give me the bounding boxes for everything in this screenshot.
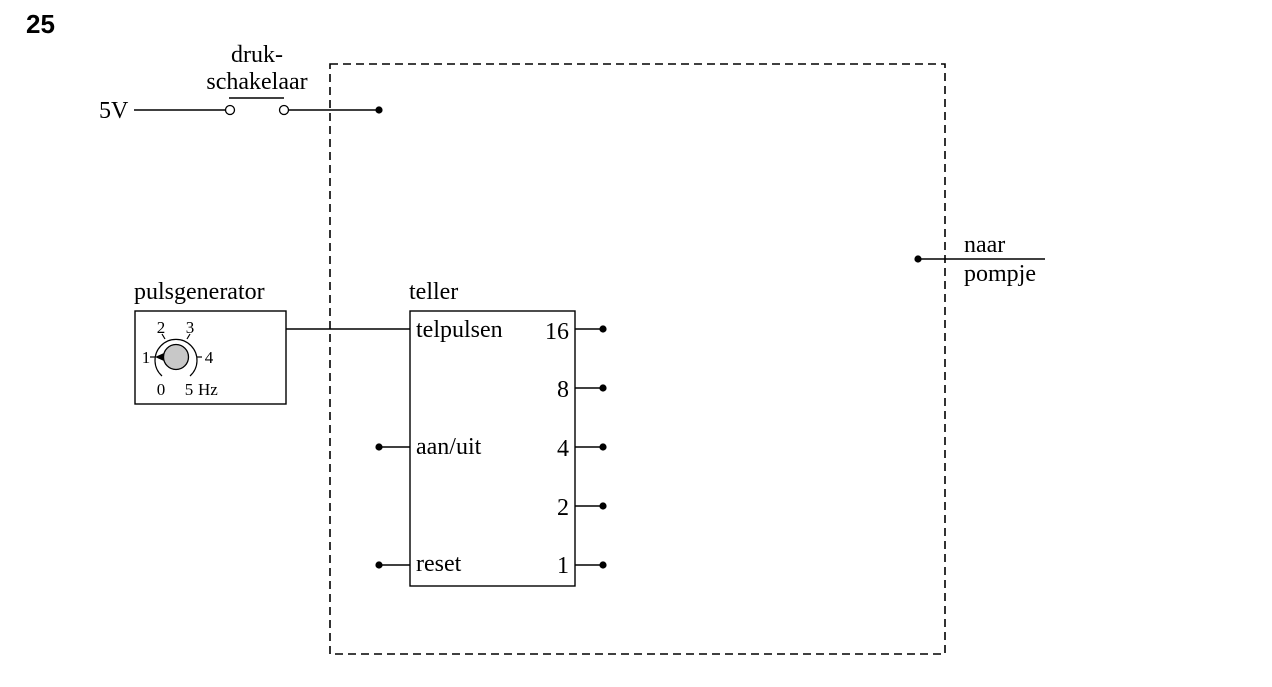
output-8-terminal bbox=[599, 384, 607, 392]
pump-output-label-line2: pompje bbox=[964, 261, 1036, 287]
dial-label-5: 5 bbox=[185, 380, 194, 399]
pump-output: naar pompje bbox=[914, 232, 1045, 287]
output-4-terminal bbox=[599, 443, 607, 451]
dial-unit: Hz bbox=[198, 380, 218, 399]
push-switch-label-line1: druk- bbox=[231, 42, 283, 68]
reset-input-terminal bbox=[375, 561, 383, 569]
dial-tick-3 bbox=[186, 333, 191, 340]
counter-output-1: 1 bbox=[557, 553, 569, 579]
counter-output-8: 8 bbox=[557, 377, 569, 403]
frequency-dial-arc bbox=[154, 338, 198, 377]
dial-label-0: 0 bbox=[157, 380, 166, 399]
supply-voltage-label: 5V bbox=[99, 98, 129, 124]
counter-output-4: 4 bbox=[557, 436, 569, 462]
counter-output-16: 16 bbox=[545, 319, 569, 345]
frequency-knob bbox=[162, 343, 190, 371]
dial-label-3: 3 bbox=[186, 318, 195, 337]
counter-output-2: 2 bbox=[557, 495, 569, 521]
counter-input-on-off: aan/uit bbox=[416, 434, 482, 460]
dial-label-2: 2 bbox=[157, 318, 166, 337]
dial-tick-2 bbox=[161, 333, 166, 340]
output-2-terminal bbox=[599, 502, 607, 510]
pulse-generator-title: pulsgenerator bbox=[134, 279, 265, 305]
counter-input-count-pulses: telpulsen bbox=[416, 317, 503, 343]
on-off-input-terminal bbox=[375, 443, 383, 451]
problem-number: 25 bbox=[26, 9, 55, 39]
switch-terminal-left bbox=[224, 104, 236, 116]
output-1-terminal bbox=[599, 561, 607, 569]
counter: teller telpulsen aan/uit reset 16 8 4 2 … bbox=[375, 279, 607, 587]
push-switch-label-line2: schakelaar bbox=[206, 69, 307, 95]
counter-input-reset: reset bbox=[416, 551, 462, 577]
system-boundary bbox=[329, 63, 946, 655]
counter-title: teller bbox=[409, 279, 458, 305]
switch-input-terminal bbox=[375, 106, 383, 114]
switch-terminal-right bbox=[278, 104, 290, 116]
counter-box bbox=[409, 310, 576, 587]
knob-pointer-icon bbox=[155, 353, 164, 361]
dial-label-1: 1 bbox=[142, 348, 151, 367]
supply-and-push-switch: 5V druk- schakelaar bbox=[99, 42, 383, 124]
dial-label-4: 4 bbox=[205, 348, 214, 367]
pulse-generator: pulsgenerator 0 1 2 3 4 5 Hz bbox=[134, 279, 287, 405]
output-16-terminal bbox=[599, 325, 607, 333]
pump-output-label-line1: naar bbox=[964, 232, 1005, 258]
